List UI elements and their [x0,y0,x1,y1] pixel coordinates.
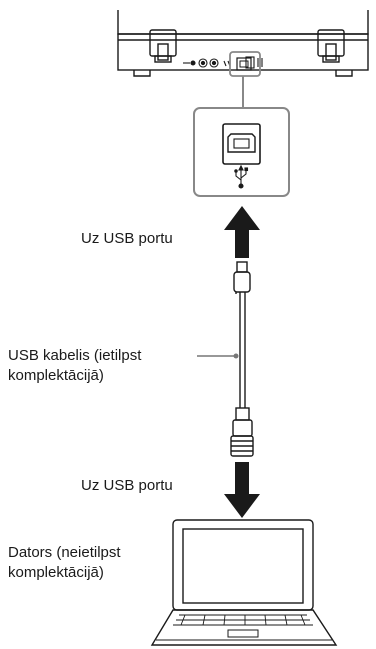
laptop-base [150,609,338,646]
label-usb-cable-line2: komplektācijā) [8,367,104,384]
label-computer-line1: Dators (neietilpst [8,544,121,561]
usb-b-port [222,123,261,165]
arrow-down-icon [224,462,260,518]
label-computer-line2: komplektācijā) [8,564,104,581]
turntable-hinge-right [317,29,345,63]
label-usb-cable-line1: USB kabelis (ietilpst [8,347,142,364]
turntable-hinge-left [149,29,177,63]
usb-icon [234,164,249,189]
turntable-usb-port-highlight [229,51,261,77]
usb-port-callout-frame [193,107,290,197]
laptop-touchpad [227,629,259,638]
label-to-usb-port-upper: Uz USB portu [81,230,173,247]
usb-cable [230,261,254,457]
cable-label-leader-dot [233,353,239,359]
arrow-up-icon [224,206,260,258]
laptop-keyboard [173,614,313,626]
laptop-screen [182,528,304,604]
turntable-foot-right [335,70,353,77]
turntable [117,10,369,77]
turntable-rear-connectors [183,56,263,69]
usb-port-callout [193,107,290,197]
turntable-usb-port [236,57,252,71]
label-to-usb-port-lower: Uz USB portu [81,477,173,494]
turntable-foot-left [133,70,151,77]
usb-a-plug [230,407,254,457]
usb-b-plug [233,261,251,294]
laptop-computer [150,519,338,646]
